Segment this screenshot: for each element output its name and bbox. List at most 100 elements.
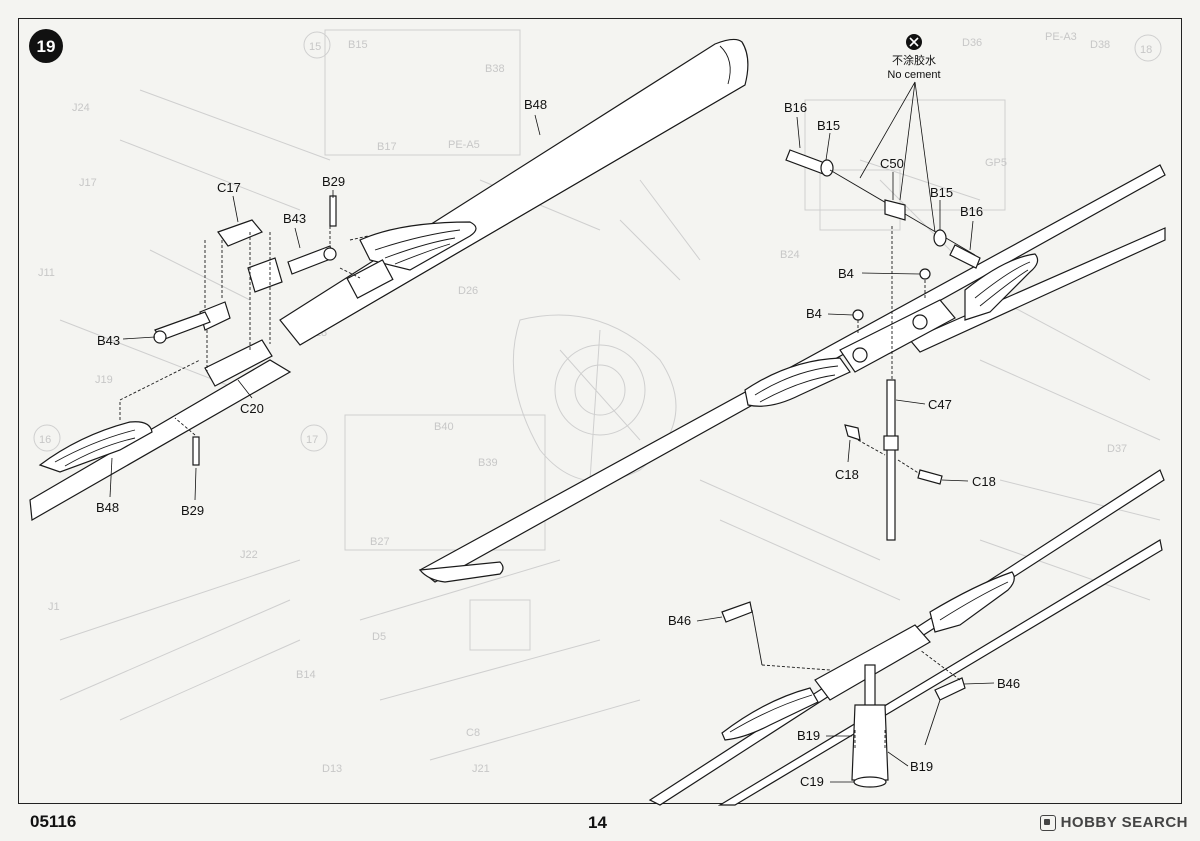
part-b4-top bbox=[919, 268, 931, 280]
label-b15-left: B15 bbox=[817, 118, 840, 133]
ghost-panel-15 bbox=[324, 29, 521, 156]
ghost-step-17-circle bbox=[300, 424, 328, 452]
ghost-label: B15 bbox=[348, 39, 368, 51]
ghost-gear-inner bbox=[574, 364, 626, 416]
blade-grip-bottom bbox=[38, 421, 153, 473]
link-eye bbox=[153, 330, 167, 344]
ghost-label: D37 bbox=[1107, 443, 1127, 455]
ghost-box bbox=[819, 169, 901, 231]
step-badge: 19 bbox=[29, 29, 63, 63]
ghost-panel-17 bbox=[344, 414, 546, 551]
rod-b29-top bbox=[329, 195, 337, 227]
background-ghost-drawing: 15 16 17 18 B15 B38 B17 PE-A5 J24 J17 J1… bbox=[33, 29, 1162, 775]
base-c19 bbox=[853, 776, 887, 788]
ghost-gear bbox=[554, 344, 646, 436]
label-b15-right: B15 bbox=[930, 185, 953, 200]
part-b4-left bbox=[852, 309, 864, 321]
label-b19-left: B19 bbox=[797, 728, 820, 743]
label-b48-bottom: B48 bbox=[96, 500, 119, 515]
flybar-center-c50 bbox=[884, 199, 906, 221]
ghost-step-15: 15 bbox=[309, 41, 321, 53]
ghost-label: C8 bbox=[466, 727, 480, 739]
link-eye bbox=[323, 247, 337, 261]
label-c47: C47 bbox=[928, 397, 952, 412]
label-b19-right: B19 bbox=[910, 759, 933, 774]
label-b29-bottom: B29 bbox=[181, 503, 204, 518]
product-code: 05116 bbox=[30, 812, 77, 831]
label-b46-right: B46 bbox=[997, 676, 1020, 691]
ghost-label: B17 bbox=[377, 141, 397, 153]
ghost-label: GP5 bbox=[985, 157, 1007, 169]
label-b48-top: B48 bbox=[524, 97, 547, 112]
link-rod bbox=[924, 699, 941, 746]
label-b46-left: B46 bbox=[668, 613, 691, 628]
blade-tip bbox=[418, 561, 504, 583]
step-circle bbox=[29, 29, 63, 63]
assembled-rotor-bottom bbox=[648, 469, 1165, 806]
link-b46-left bbox=[721, 601, 753, 623]
no-cement-text-en: No cement bbox=[887, 69, 940, 81]
hub-pivot bbox=[852, 347, 868, 363]
assembly-guides bbox=[857, 226, 926, 475]
blade-grip-left bbox=[744, 357, 851, 407]
ghost-label: PE-A3 bbox=[1045, 31, 1077, 43]
label-c18-left: C18 bbox=[835, 467, 859, 482]
label-c50: C50 bbox=[880, 156, 904, 171]
label-b16-left: B16 bbox=[784, 100, 807, 115]
step-number: 19 bbox=[37, 37, 56, 56]
grip-contours bbox=[54, 429, 136, 467]
grip-fitting bbox=[346, 259, 394, 299]
label-c19: C19 bbox=[800, 774, 824, 789]
watermark: HOBBY SEARCH bbox=[1039, 814, 1188, 831]
hub-plate-c20 bbox=[204, 339, 273, 387]
label-b43-left: B43 bbox=[97, 333, 120, 348]
ghost-label: D26 bbox=[458, 285, 478, 297]
part-labels: B48 C17 B29 B43 B43 C20 B48 B29 B16 B15 … bbox=[96, 97, 1020, 789]
ghost-label: D36 bbox=[962, 37, 982, 49]
assembly-guides bbox=[119, 226, 369, 436]
ghost-label: B14 bbox=[296, 669, 316, 681]
ghost-label: J21 bbox=[472, 763, 490, 775]
watermark-logo-icon bbox=[1039, 814, 1056, 831]
link-b46-right bbox=[934, 677, 966, 701]
grip-contours bbox=[374, 229, 461, 265]
ghost-box bbox=[469, 599, 531, 651]
ghost-label: PE-A5 bbox=[448, 139, 480, 151]
mast-collar bbox=[883, 435, 899, 451]
ghost-label: J22 bbox=[240, 549, 258, 561]
long-blade-right bbox=[909, 227, 1166, 353]
ghost-label: B39 bbox=[478, 457, 498, 469]
label-b43-top: B43 bbox=[283, 211, 306, 226]
ghost-step-15-circle bbox=[303, 31, 331, 59]
rod-b29-bottom bbox=[192, 436, 200, 466]
blade-grip-right bbox=[929, 571, 1015, 633]
ghost-step-17: 17 bbox=[306, 434, 318, 446]
hub-arm bbox=[247, 257, 283, 293]
rotor-hub bbox=[814, 624, 931, 701]
lower-blade-b bbox=[717, 539, 1163, 806]
label-b16-right: B16 bbox=[960, 204, 983, 219]
blade-b48-bottom bbox=[29, 359, 292, 521]
assembled-rotor-top bbox=[418, 149, 1166, 583]
link-c18-left bbox=[844, 424, 861, 441]
blade-tip bbox=[719, 45, 731, 85]
mast-c47 bbox=[886, 379, 896, 541]
ghost-step-16-circle bbox=[33, 424, 61, 452]
grip-contours bbox=[974, 261, 1031, 307]
label-b29-top: B29 bbox=[322, 174, 345, 189]
assembly-guides bbox=[761, 649, 961, 748]
page-number: 14 bbox=[588, 813, 607, 832]
blade-edge bbox=[299, 84, 746, 346]
watermark-text: HOBBY SEARCH bbox=[1060, 814, 1188, 831]
label-b4-left: B4 bbox=[806, 306, 822, 321]
ghost-panel-18 bbox=[804, 99, 1006, 211]
swashplate bbox=[851, 704, 889, 781]
ghost-label: J24 bbox=[72, 102, 90, 114]
no-cement-note: 不涂胶水 No cement bbox=[887, 34, 941, 81]
ghost-label: B40 bbox=[434, 421, 454, 433]
leader-lines bbox=[109, 81, 995, 783]
ghost-label: J19 bbox=[95, 374, 113, 386]
ghost-label: D13 bbox=[322, 763, 342, 775]
